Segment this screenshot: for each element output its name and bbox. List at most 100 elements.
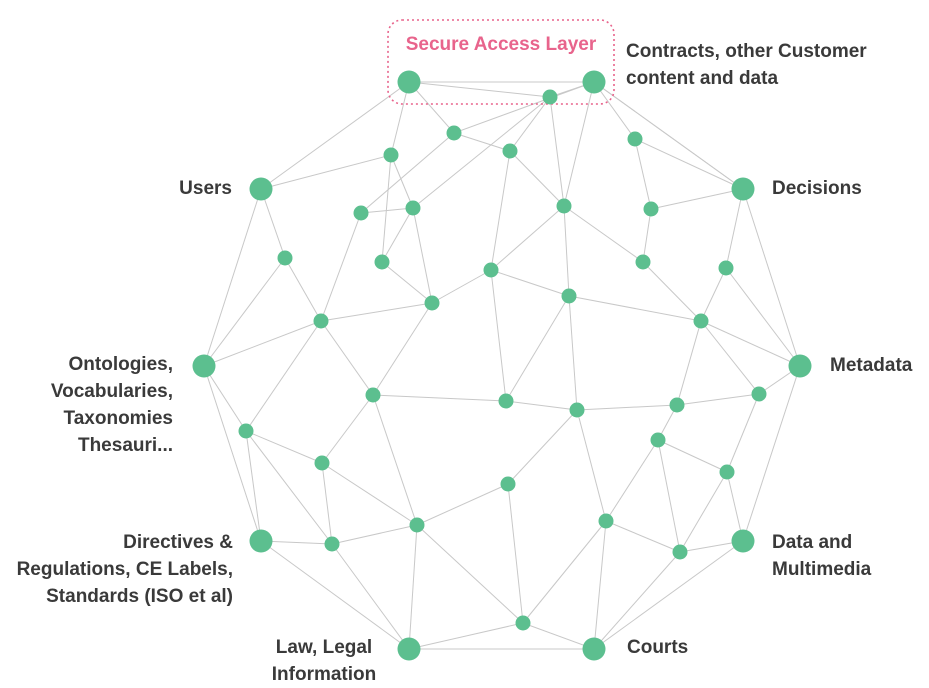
edge-s14-D [725,267,801,367]
edge-s12-s15 [490,269,570,297]
edge-J-A [260,81,410,190]
edge-s2-s3 [453,132,511,152]
network-node-s19 [365,387,381,403]
edges-layer [203,81,801,650]
secure-access-layer-text: Secure Access Layer [405,34,597,55]
edge-s18-s22 [676,320,702,406]
network-node-s31 [324,536,340,552]
edge-D-E [742,365,801,542]
label-law-line-1: Law, Legal [275,637,373,658]
label-ontologies-line-4: Thesauri... [77,435,173,456]
edge-s15-s20 [505,295,570,402]
label-ontologies-line-3: Taxonomies [63,408,173,429]
network-node-s25 [650,432,666,448]
edge-J-s4 [260,154,392,190]
label-ontologies-line-2: Vocabularies, [50,381,173,402]
edge-s21-s30 [576,409,607,522]
edge-C-D [742,188,801,367]
label-contracts-line-1: Contracts, other Customer [626,41,867,62]
edge-G-H [260,540,410,650]
edge-s4-s11 [381,154,392,263]
edge-s24-s31 [245,430,333,545]
edge-A-s1 [408,81,551,98]
network-node-s27 [500,476,516,492]
edge-s25-s28 [657,439,728,473]
network-node-s2 [446,125,462,141]
network-node-s28 [719,464,735,480]
network-node-s30 [598,513,614,529]
edge-s19-s26 [321,394,374,464]
hub-node-A [397,70,421,94]
hub-node-C [731,177,755,201]
network-node-s20 [498,393,514,409]
label-metadata-line-1: Metadata [830,355,913,376]
label-courts-line-1: Courts [627,637,689,658]
network-node-s26 [314,455,330,471]
label-users-line-1: Users [179,178,232,199]
edge-s1-s3 [509,96,551,152]
edge-s29-G [408,524,418,650]
label-directives-line-1: Directives & [123,532,233,553]
edge-s30-s32 [605,520,681,553]
edge-s4-s7 [390,154,414,209]
edge-s1-s7 [412,96,551,209]
network-node-s32 [672,544,688,560]
label-law-line-2: Information [271,664,377,685]
label-users: Users [179,175,232,202]
network-node-s6 [353,205,369,221]
edge-s27-s33 [507,483,524,624]
edge-s31-G [331,543,410,650]
edge-s18-D [700,320,801,367]
edge-s17-s19 [320,320,374,396]
edge-s18-s23 [700,320,760,395]
network-node-s13 [635,254,651,270]
edge-s3-s8 [509,150,565,207]
network-node-s3 [502,143,518,159]
hub-node-F [582,637,606,661]
edge-s5-C [634,138,744,190]
network-node-s18 [693,313,709,329]
edge-J-s10 [260,188,286,259]
network-node-s5 [627,131,643,147]
edge-s3-s12 [490,150,511,271]
edge-s11-s16 [381,261,433,304]
edge-s8-s15 [563,205,570,297]
label-contracts: Contracts, other Customer content and da… [626,38,867,92]
secure-access-layer-box [387,19,615,105]
network-node-s15 [561,288,577,304]
edge-s24-s26 [245,430,323,464]
edge-s12-s20 [490,269,507,402]
edge-s10-s17 [284,257,322,322]
edge-s15-s21 [568,295,578,411]
edge-E-F [593,540,744,650]
edge-B-s8 [563,81,595,207]
edge-s1-s8 [549,96,565,207]
edge-s17-I [203,320,322,367]
label-ontologies-line-1: Ontologies, [68,354,174,375]
edge-s21-s27 [507,409,578,485]
edge-s17-s24 [245,320,322,432]
edge-s26-s31 [321,462,333,545]
hub-node-B [582,70,606,94]
edge-H-s31 [260,540,333,545]
network-node-s21 [569,402,585,418]
hub-node-D [788,354,812,378]
edge-I-J [203,188,262,367]
edge-s23-s28 [726,393,760,473]
edge-I-s24 [203,365,247,432]
label-decisions-line-1: Decisions [772,178,862,199]
edge-s32-F [593,551,681,650]
edge-s9-s13 [642,208,652,263]
network-node-s10 [277,250,293,266]
edge-A-s4 [390,81,410,156]
edge-s7-s11 [381,207,414,263]
edge-s30-F [593,520,607,650]
edge-s5-s9 [634,138,652,210]
edge-s22-s23 [676,393,760,406]
edge-s2-s6 [360,132,455,214]
label-data-multimedia-line-1: Data and [772,532,853,553]
network-node-s11 [374,254,390,270]
edge-s16-s19 [372,302,433,396]
edge-s24-H [245,430,262,542]
network-node-s8 [556,198,572,214]
